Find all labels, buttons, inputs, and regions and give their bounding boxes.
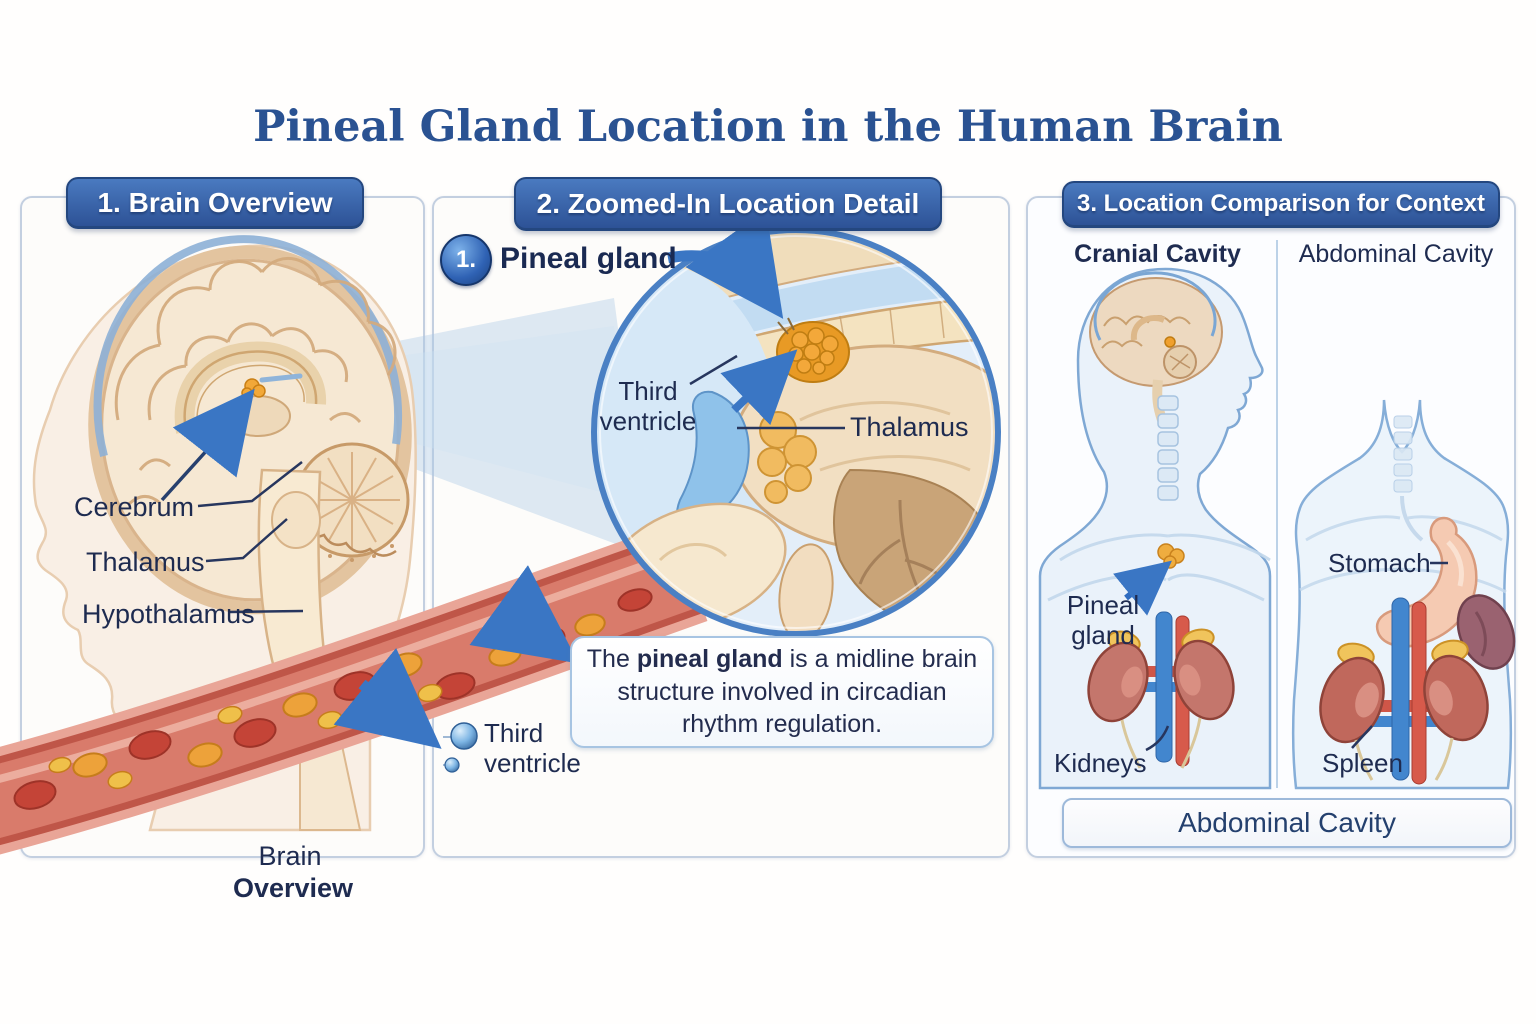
hypothalamus-label: Hypothalamus [82,599,255,629]
pineal-note-text: The pineal gland is a midline brain stru… [586,643,978,741]
note-bold: pineal gland [636,645,783,674]
panel2-header: 2. Zoomed-In Location Detail [514,177,942,231]
step-badge: 1. [440,234,492,286]
abdominal-cavity-box: Abdominal Cavity [1062,798,1512,848]
thalamus-label: Thalamus [86,547,205,577]
stomach-label: Stomach [1328,548,1431,578]
panel1-header: 1. Brain Overview [66,177,364,229]
note-pre: The [586,645,637,674]
thalamus-circle-label: Thalamus [850,412,969,442]
panel1-caption: Brain Overview [150,810,430,904]
third-ventricle-circle-label: Third ventricle [599,376,697,437]
spleen-label: Spleen [1322,748,1403,778]
pineal-gland-label: Pineal gland [500,242,677,275]
abdominal-cavity-title: Abdominal Cavity [1298,240,1494,268]
cerebrum-label: Cerebrum [74,492,195,522]
kidneys-label: Kidneys [1054,748,1147,778]
caption-bold: Overview [232,872,354,903]
pineal-note-box: The pineal gland is a midline brain stru… [570,636,994,748]
pineal-gland-p3-label: Pineal gland [1066,590,1140,651]
panel3-header: 3. Location Comparison for Context [1062,181,1500,228]
panel-brain-overview [20,196,425,858]
cranial-cavity-title: Cranial Cavity [1074,240,1241,268]
page-title: Pineal Gland Location in the Human Brain [253,102,1283,152]
caption-normal: Brain [258,841,322,872]
third-ventricle-bottom-label: Third ventricle [484,718,581,779]
